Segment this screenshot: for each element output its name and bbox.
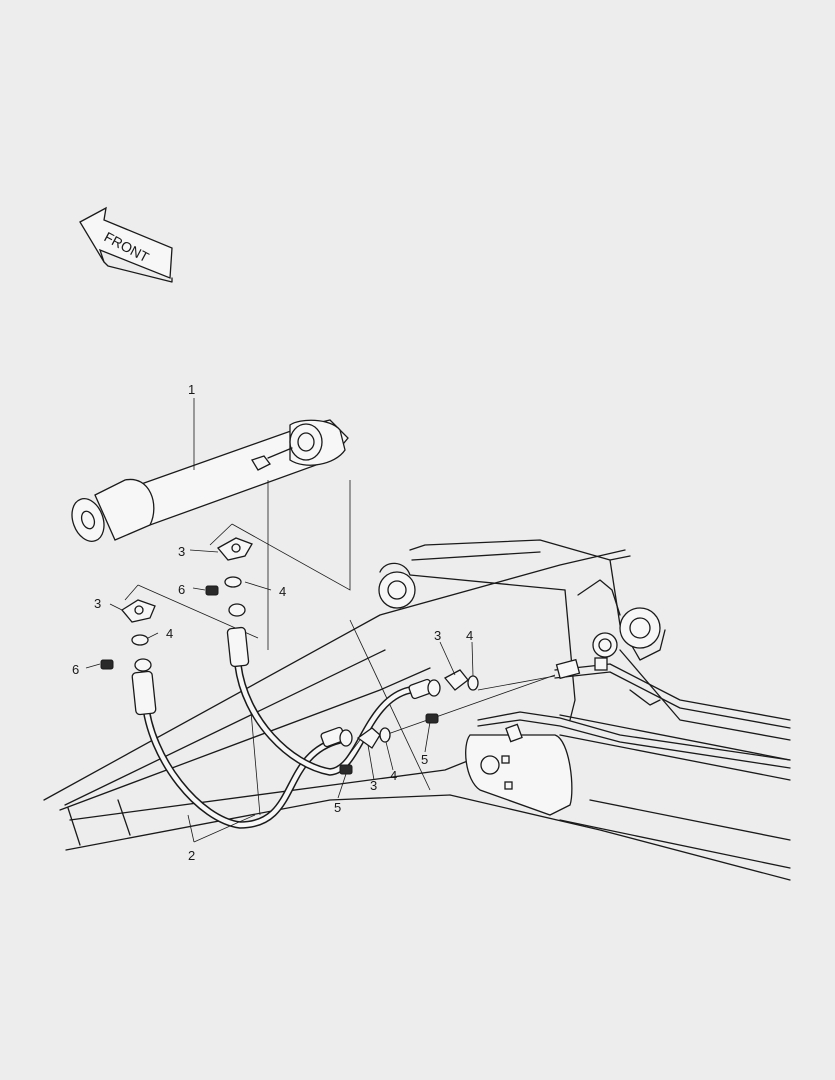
leader-frames [124,480,556,736]
callout-6-upper: 6 [178,582,185,597]
callout-6-left: 6 [72,662,79,677]
hydraulic-cylinder [71,419,349,542]
callout-3-left: 3 [94,596,101,611]
hose-assemblies [131,603,441,829]
callout-5-right: 5 [421,752,428,767]
callout-4-left: 4 [166,626,173,641]
callout-3-right: 3 [434,628,441,643]
callout-3-upper: 3 [178,544,185,559]
callout-4-center: 4 [390,768,397,783]
callout-3-center: 3 [370,778,377,793]
callout-4-upper: 4 [279,584,286,599]
callout-leaders [85,398,474,843]
front-arrow: FRONT [79,206,173,283]
boom-structure [43,539,791,881]
callout-5-center: 5 [334,800,341,815]
callout-4-right: 4 [466,628,473,643]
callout-1: 1 [188,382,195,397]
fittings [100,537,479,775]
callout-labels: 1 2 3 3 3 3 4 4 4 4 5 5 6 6 [72,382,473,863]
callout-2: 2 [188,848,195,863]
